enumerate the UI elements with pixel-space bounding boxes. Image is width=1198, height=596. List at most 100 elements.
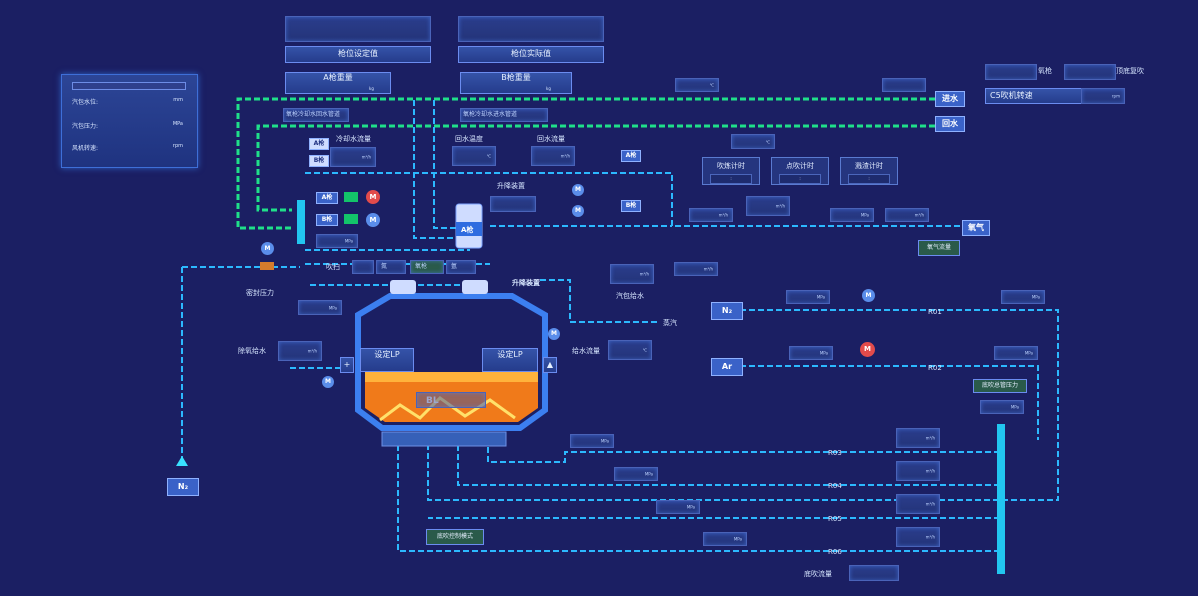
point-blow-timer: 点吹计时:	[771, 157, 829, 185]
return-flow-label: 回水流量	[537, 135, 565, 143]
return-flow-display: m³/h	[531, 146, 575, 166]
r03-flow-display: m³/h	[896, 428, 940, 448]
feed-water-temp-display: ℃	[608, 340, 652, 360]
gun-a-select[interactable]: A枪	[316, 192, 338, 204]
setpoint-lp-left[interactable]: 设定LP	[360, 348, 414, 372]
temp-display-upper: ℃	[731, 134, 775, 149]
lift-valve-1[interactable]	[390, 280, 416, 294]
r06-flow-display: m³/h	[896, 527, 940, 547]
splash-timer: 溅渣计时:	[840, 157, 898, 185]
bl-display	[416, 392, 486, 408]
tab-purge[interactable]: 吹扫	[326, 263, 340, 271]
gun-pressure-display: MPa	[316, 234, 358, 248]
lift-valve-2[interactable]	[462, 280, 488, 294]
gun-set-label[interactable]: 枪位设定值	[285, 46, 431, 63]
n2-pressure-display: MPa	[786, 290, 830, 304]
bottom-flow-display	[849, 565, 899, 581]
water-return-pipe	[236, 97, 935, 230]
ar-pressure-display: MPa	[789, 346, 833, 360]
pipe-b-tag: 氧枪冷却水进水管道	[460, 108, 548, 122]
tab-nitrogen[interactable]	[352, 260, 374, 274]
current-gun-label: A枪	[461, 226, 474, 234]
oxygen-sub-label: 氧气流量	[918, 240, 960, 256]
r06-label: R06	[828, 548, 842, 556]
gun-actual-label[interactable]: 枪位实际值	[458, 46, 604, 63]
gun-actual-display	[458, 16, 604, 42]
cooling-flow-display: m³/h	[330, 147, 376, 167]
lift-label: 升降装置	[512, 279, 540, 287]
valve-left[interactable]	[260, 262, 274, 270]
gun-a-right-tag[interactable]: A枪	[621, 150, 641, 162]
setpoint-lp-right[interactable]: 设定LP	[482, 348, 538, 372]
tab-extra[interactable]: 氩	[446, 260, 476, 274]
gun-a-tag[interactable]: A枪	[309, 138, 329, 150]
o2-flow-3: m³/h	[885, 208, 929, 222]
drum-pressure-label: 汽包压力:	[72, 123, 99, 130]
bottom-mode-label: 底吹控制模式	[426, 529, 484, 545]
steam-label: 蒸汽	[663, 319, 677, 327]
water-in-button[interactable]: 进水	[935, 91, 965, 107]
steam-flow-display: m³/h	[610, 264, 654, 284]
motor-a-icon[interactable]: M	[366, 190, 380, 204]
motor-b-icon[interactable]: M	[366, 213, 380, 227]
r02-label: R02	[928, 364, 942, 372]
tab-argon[interactable]: 氧枪	[410, 260, 444, 274]
sealing-pressure-display: MPa	[298, 300, 342, 315]
motor-steam-icon[interactable]: M	[548, 328, 560, 340]
r01-pressure-display: MPa	[1001, 290, 1045, 304]
motor-left-icon[interactable]: M	[261, 242, 274, 255]
r05-flow-display: m³/h	[896, 494, 940, 514]
top-flow-display	[882, 78, 926, 92]
lift-tag-label: 升降装置	[497, 182, 525, 190]
r06-pressure-display: MPa	[703, 532, 747, 546]
c5-speed-label: C5吹机转速	[985, 88, 1083, 104]
blow-timer: 吹炼计时:	[702, 157, 760, 185]
fan-speed-label: 风机转速:	[72, 145, 99, 152]
drum-level-label: 汽包水位:	[72, 99, 99, 106]
water-in-pipe	[256, 124, 935, 212]
r03-pressure-display: MPa	[570, 434, 614, 448]
valve-a[interactable]	[344, 192, 358, 202]
a-weight-label: A枪重量	[285, 72, 391, 94]
legend-label-2: 顶底复吹	[1116, 67, 1144, 75]
sealing-pressure-label: 密封压力	[246, 289, 274, 297]
left-plus-button[interactable]: +	[340, 357, 354, 373]
ar-button[interactable]: Ar	[711, 358, 743, 376]
status-panel: 汽包水位:mm 汽包压力:MPa 风机转速:rpm	[61, 74, 198, 168]
motor-center-1-icon[interactable]: M	[572, 184, 584, 196]
motor-n2-icon[interactable]: M	[862, 289, 875, 302]
return-temp-display: ℃	[452, 146, 496, 166]
motor-spray-icon[interactable]: M	[322, 376, 334, 388]
oxygen-button[interactable]: 氧气	[962, 220, 990, 236]
tab-oxygen-gun[interactable]: 氮	[376, 260, 406, 274]
gun-b-select[interactable]: B枪	[316, 214, 338, 226]
c5-speed-display: rpm	[1081, 88, 1125, 104]
water-return-button[interactable]: 回水	[935, 116, 965, 132]
spray-water-label: 除氧给水	[238, 347, 266, 355]
b-weight-unit: kg	[546, 86, 551, 91]
n2-left-button[interactable]: N₂	[167, 478, 199, 496]
valve-b[interactable]	[344, 214, 358, 224]
gun-set-display	[285, 16, 431, 42]
motor-center-2-icon[interactable]: M	[572, 205, 584, 217]
legend-swatch-2	[1064, 64, 1116, 80]
right-up-button[interactable]: ▲	[543, 357, 557, 373]
return-temp-label: 回水温度	[455, 135, 483, 143]
o2-pressure-1: MPa	[830, 208, 874, 222]
bottom-pressure-label: 底吹总管压力	[973, 379, 1027, 393]
legend-swatch-1	[985, 64, 1037, 80]
r02-pressure-display: MPa	[994, 346, 1038, 360]
gun-b-right-tag[interactable]: B枪	[621, 200, 641, 212]
motor-ar-icon[interactable]: M	[860, 342, 875, 357]
a-weight-unit: kg	[369, 86, 374, 91]
r05-label: R05	[828, 515, 842, 523]
pipe-a-tag: 氧枪冷却水回水管道	[283, 108, 349, 122]
spray-water-display: m³/h	[278, 341, 322, 361]
n2-button[interactable]: N₂	[711, 302, 743, 320]
r04-pressure-display: MPa	[614, 467, 658, 481]
o2-flow-2: m³/h	[746, 196, 790, 216]
r04-label: R04	[828, 482, 842, 490]
legend-label-1: 氧枪	[1038, 67, 1052, 75]
boiler-water-label: 汽包给水	[616, 292, 644, 300]
gun-b-tag[interactable]: B枪	[309, 155, 329, 167]
